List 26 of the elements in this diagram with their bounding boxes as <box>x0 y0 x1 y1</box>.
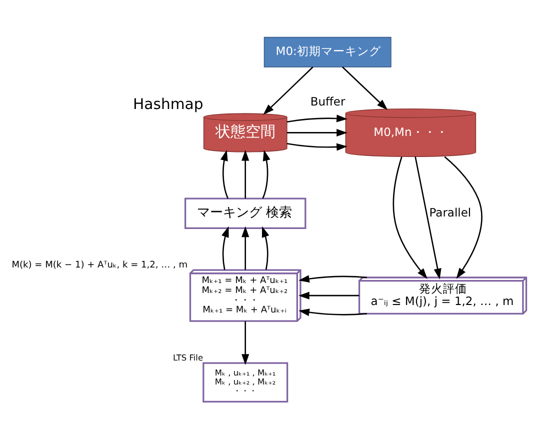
arrow <box>222 226 229 270</box>
arrow <box>298 275 367 283</box>
arrow <box>298 292 360 300</box>
node-label: Buffer <box>310 94 346 109</box>
node-box: M0:初期マーキング <box>264 36 392 68</box>
arrow <box>286 114 348 122</box>
arrow <box>262 150 270 199</box>
arrow <box>287 128 348 137</box>
arrow <box>444 156 482 279</box>
arrow <box>414 156 442 280</box>
node-box: Mₖ , uₖ₊₁ , Mₖ₊₁ Mₖ , uₖ₊₂ , Mₖ₊₂ ・・・ <box>202 362 288 403</box>
arrow <box>263 66 314 115</box>
arrow <box>220 150 229 199</box>
arrow <box>262 226 270 270</box>
node-label: Hashmap <box>133 96 204 113</box>
arrow <box>286 142 348 151</box>
node-box: マーキング 検索 <box>184 198 306 229</box>
arrow <box>242 150 250 198</box>
node-label: M(k) = M(k − 1) + Aᵀuₖ, k = 1,2, … , m <box>12 260 188 270</box>
node-label: LTS File <box>172 352 204 363</box>
arrow <box>298 308 367 316</box>
arrow <box>342 66 388 110</box>
arrow <box>242 226 250 270</box>
arrow <box>392 156 428 280</box>
edge-label: Parallel <box>429 205 472 220</box>
arrow <box>242 321 250 366</box>
